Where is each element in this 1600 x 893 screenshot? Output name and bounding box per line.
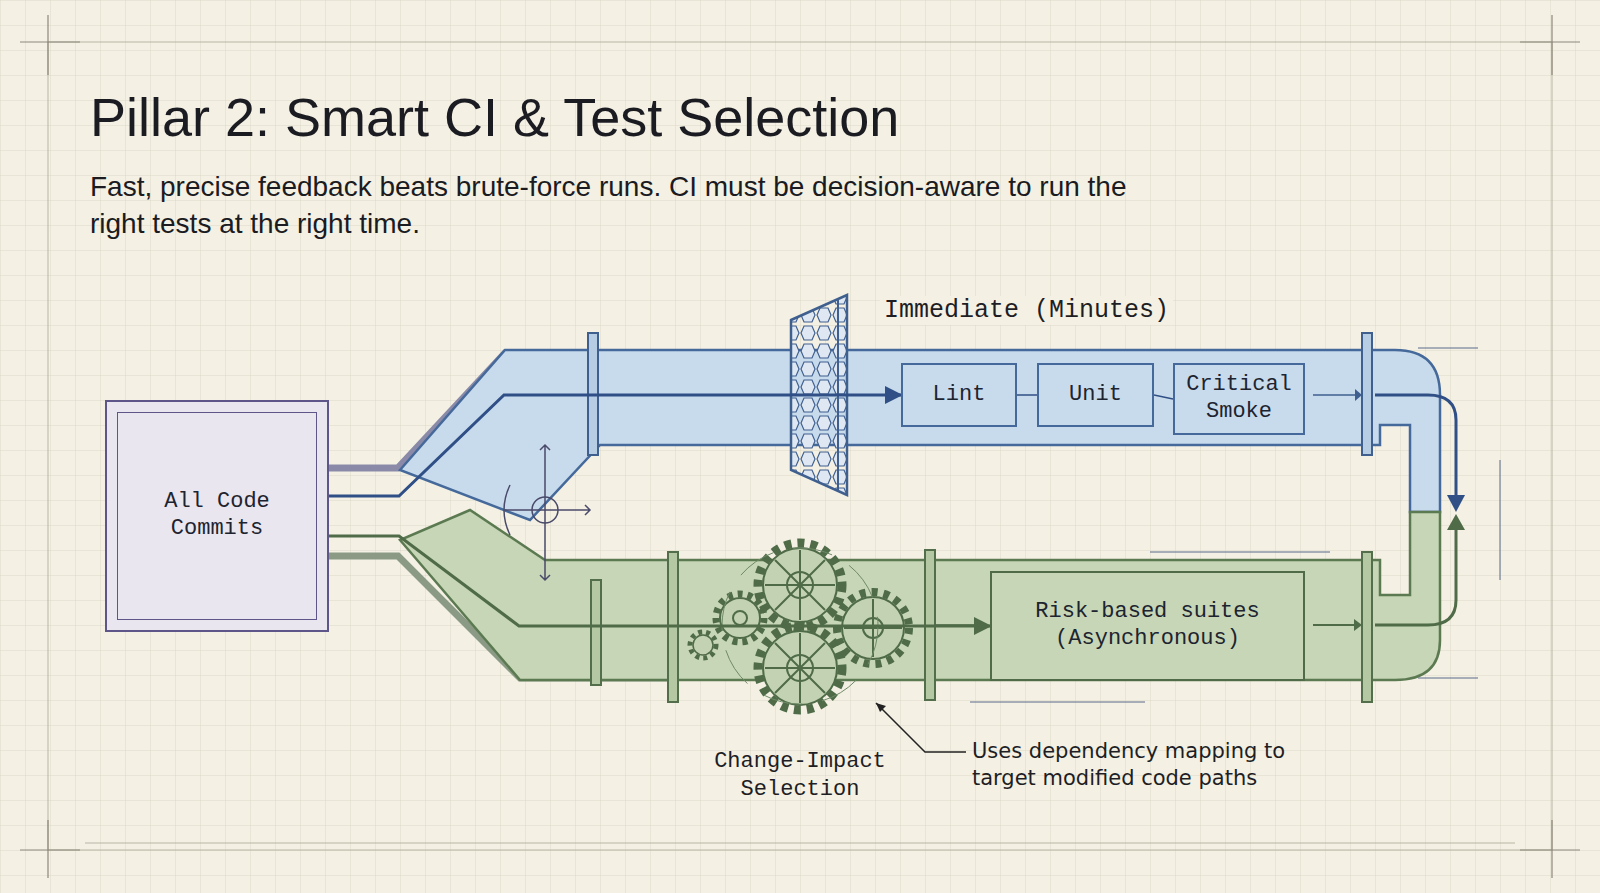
- node-label: All Code Commits: [130, 489, 304, 543]
- flow-connector: [1154, 395, 1173, 399]
- callout-note: Uses dependency mapping to target modifi…: [972, 738, 1302, 792]
- node-label: Risk-based suites (Asynchronous): [1002, 599, 1293, 653]
- test-stage: Critical Smoke: [1173, 363, 1305, 435]
- test-stage: Unit: [1037, 363, 1154, 427]
- node-label: Critical Smoke: [1185, 372, 1293, 426]
- flow-connector: [329, 536, 990, 626]
- source-box: All Code Commits: [105, 400, 329, 632]
- slide-title: Pillar 2: Smart CI & Test Selection: [90, 86, 899, 148]
- selection-label: Change-Impact Selection: [700, 748, 900, 804]
- stage-label: Immediate (Minutes): [880, 296, 1173, 325]
- flow-connector: [329, 395, 901, 496]
- flow-connector: [1017, 394, 1037, 396]
- subtitle: Fast, precise feedback beats brute-force…: [90, 168, 1130, 242]
- node-label: Lint: [933, 382, 986, 409]
- suite-box: Risk-based suites (Asynchronous): [990, 571, 1305, 681]
- test-stage: Lint: [901, 363, 1017, 427]
- node-label: Unit: [1069, 382, 1122, 409]
